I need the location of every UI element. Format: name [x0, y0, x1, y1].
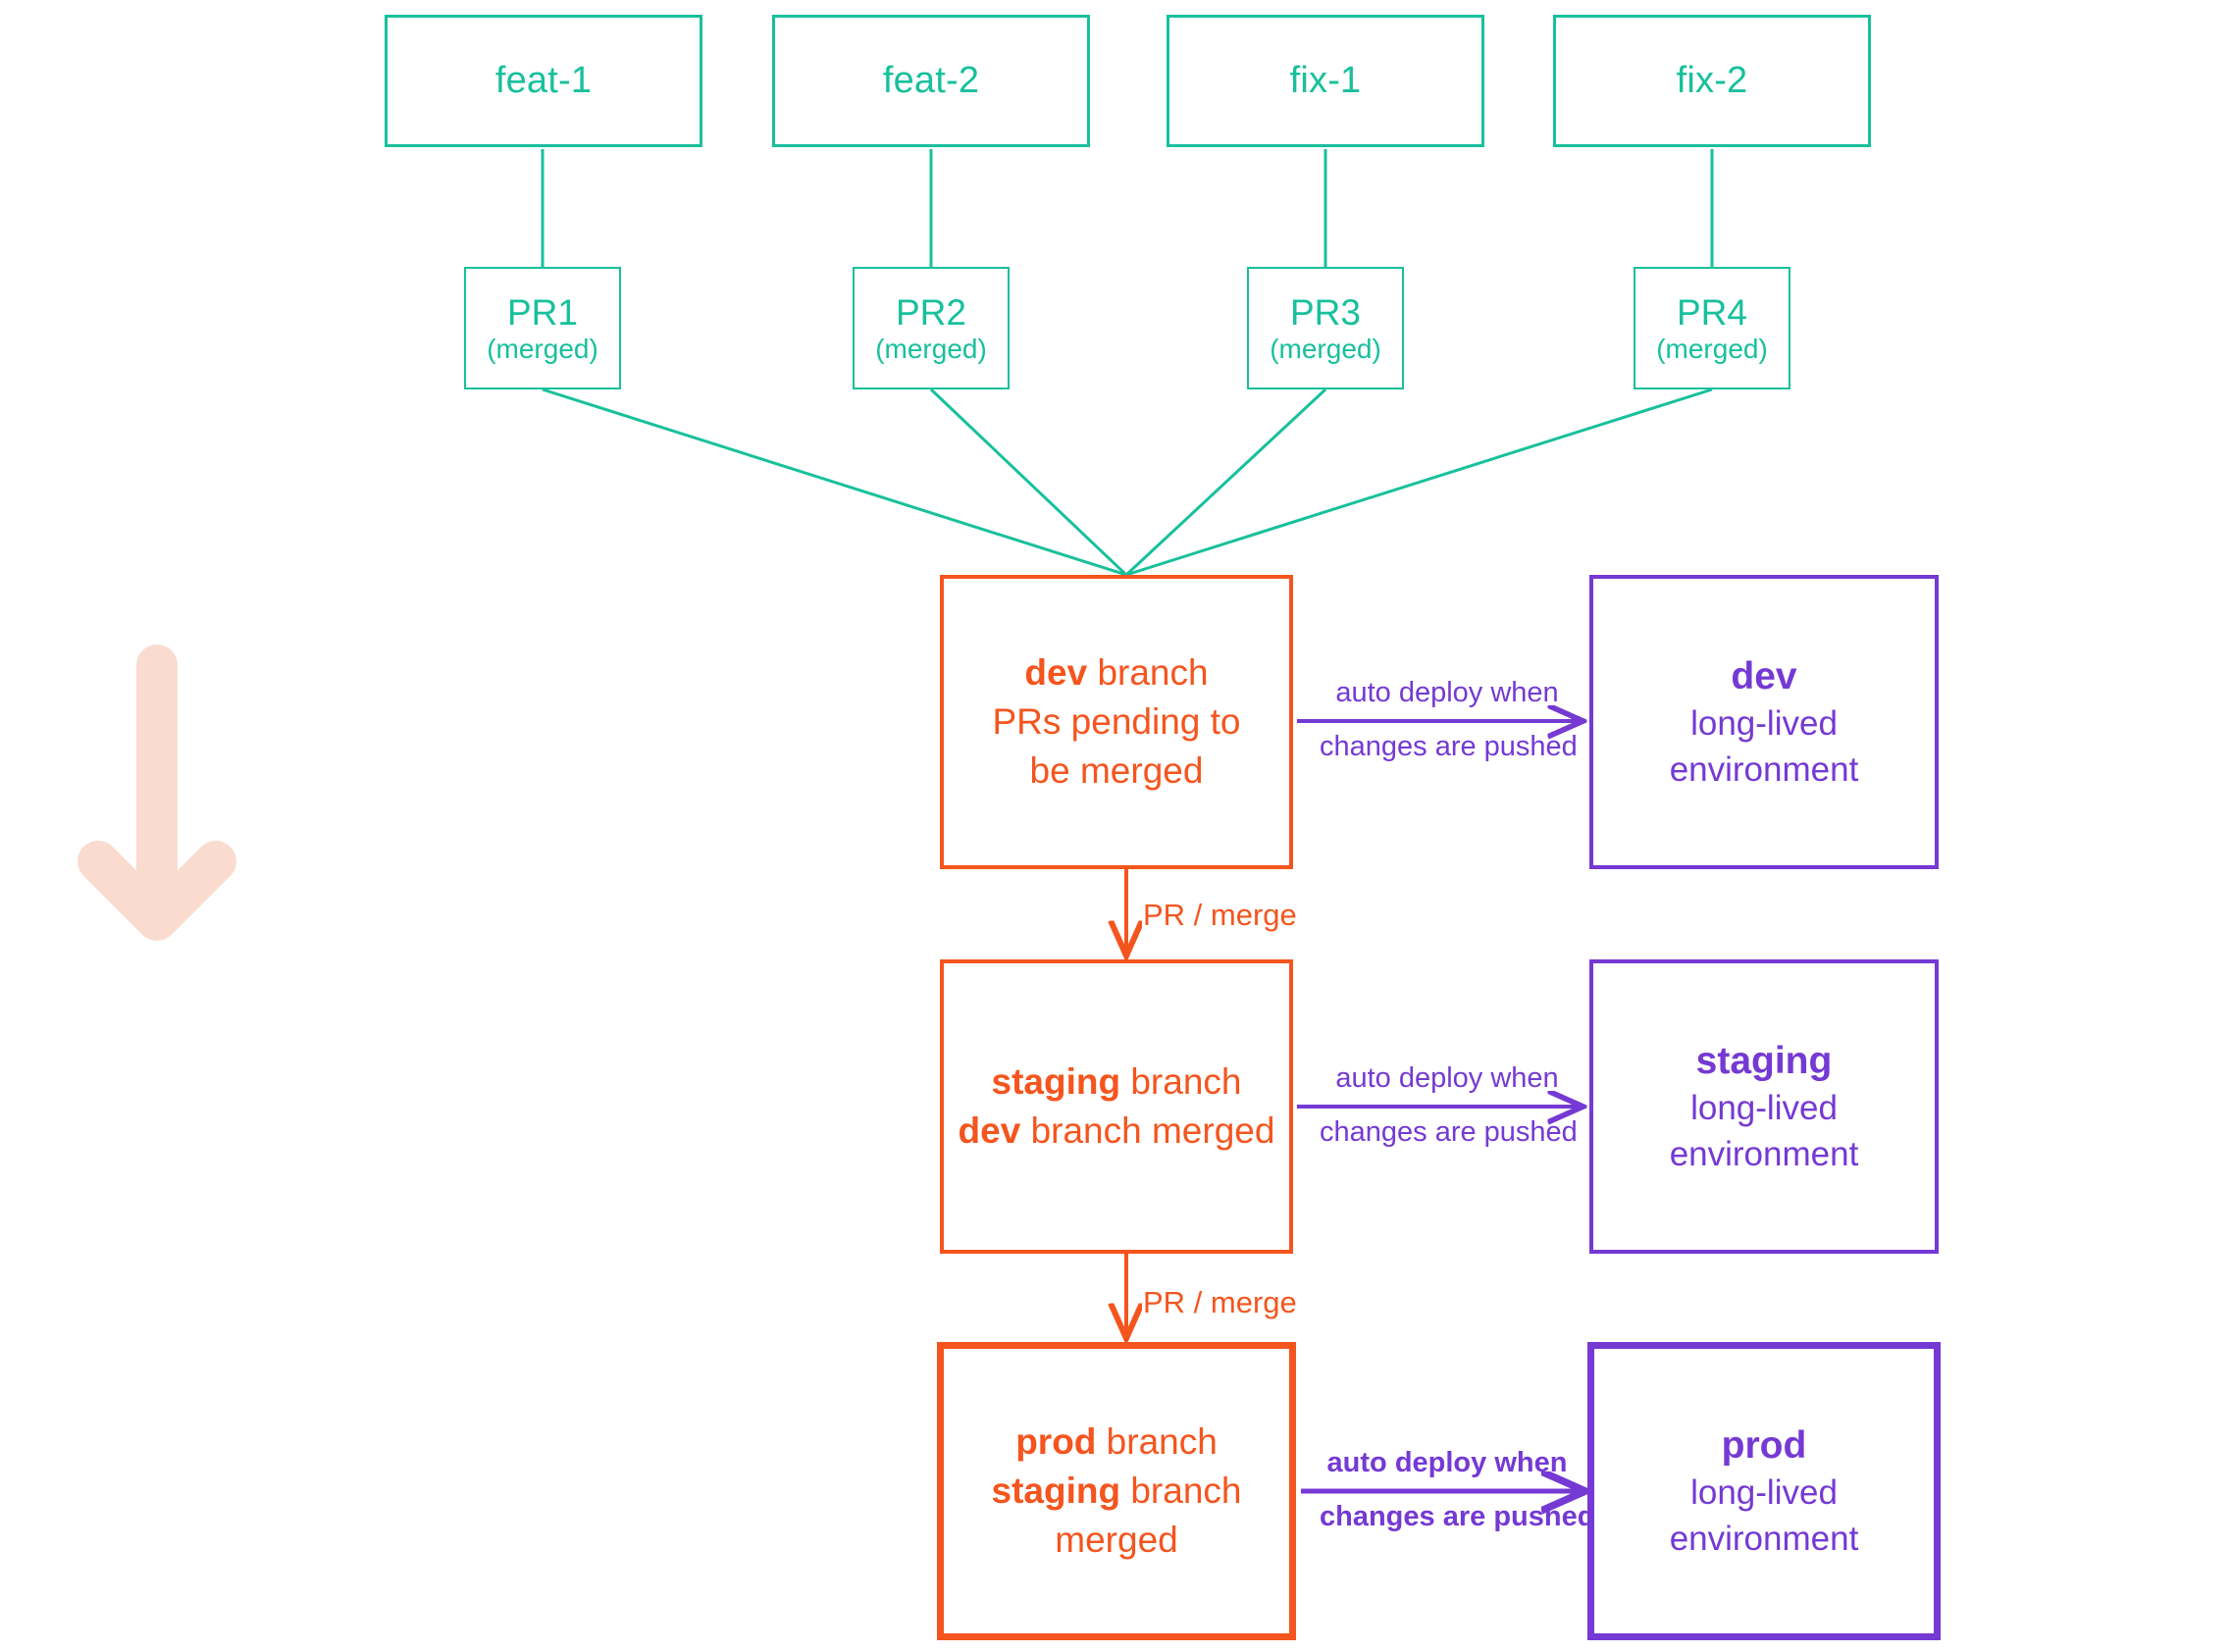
branch-desc-text: branch [1120, 1471, 1242, 1512]
environment-box-dev[interactable]: dev long-lived environment [1589, 575, 1939, 869]
environment-name: dev [1731, 654, 1797, 697]
deploy-label-staging-top: auto deploy when [1335, 1062, 1559, 1094]
branch-box-staging[interactable]: staging branch dev branch merged [940, 959, 1293, 1254]
branch-title: dev branch [1024, 648, 1208, 697]
pull-request-status: (merged) [1270, 333, 1381, 364]
pull-request-status: (merged) [487, 333, 598, 364]
branch-desc-text: branch merged [1020, 1110, 1275, 1151]
branch-title-suffix: branch [1087, 652, 1209, 694]
pull-request-title: PR3 [1290, 292, 1361, 334]
feature-branch-label: fix-2 [1676, 60, 1748, 101]
branch-box-prod[interactable]: prod branch staging branch merged [937, 1342, 1296, 1640]
pull-request-title: PR4 [1677, 292, 1747, 334]
branch-title-suffix: branch [1120, 1061, 1242, 1103]
branch-desc-line-1: PRs pending to [992, 701, 1241, 743]
merge-label-dev-to-staging: PR / merge [1143, 898, 1297, 932]
environment-sub-line-1: long-lived [1690, 1089, 1838, 1128]
branch-desc-line-1: dev branch merged [959, 1107, 1275, 1156]
merge-label-staging-to-prod: PR / merge [1143, 1285, 1297, 1319]
branch-title: prod branch [1015, 1418, 1218, 1467]
pull-request-box-pr4[interactable]: PR4 (merged) [1634, 267, 1790, 389]
environment-name: prod [1721, 1423, 1807, 1467]
feature-branch-box-feat-1[interactable]: feat-1 [385, 15, 702, 147]
edge-pr4-to-dev [1125, 387, 1713, 577]
pull-request-status: (merged) [875, 333, 987, 364]
branch-desc-line-2: be merged [1029, 749, 1204, 791]
deploy-label-prod-top: auto deploy when [1326, 1447, 1568, 1478]
branch-desc-line-2: merged [1055, 1519, 1178, 1560]
branch-name: staging [991, 1061, 1121, 1103]
edge-pr1-to-dev [542, 387, 1127, 577]
deploy-label-staging-bottom: changes are pushed [1320, 1116, 1578, 1148]
feature-branch-label: feat-1 [494, 60, 593, 101]
deploy-label-prod-bottom: changes are pushed [1320, 1501, 1595, 1532]
edge-pr2-to-dev [929, 387, 1128, 577]
pull-request-box-pr1[interactable]: PR1 (merged) [464, 267, 621, 389]
environment-box-staging[interactable]: staging long-lived environment [1589, 959, 1939, 1254]
environment-box-prod[interactable]: prod long-lived environment [1587, 1342, 1941, 1640]
environment-sub-line-2: environment [1669, 1519, 1859, 1558]
environment-sub-line-1: long-lived [1690, 1473, 1838, 1513]
pull-request-title: PR1 [507, 292, 578, 334]
downward-flow-arrow-icon [78, 645, 236, 941]
feature-branch-box-feat-2[interactable]: feat-2 [772, 15, 1090, 147]
deploy-label-dev-top: auto deploy when [1335, 677, 1559, 708]
environment-sub-line-1: long-lived [1690, 704, 1838, 744]
pull-request-box-pr2[interactable]: PR2 (merged) [853, 267, 1010, 389]
branch-title: staging branch [992, 1058, 1242, 1107]
branch-box-dev[interactable]: dev branch PRs pending to be merged [940, 575, 1293, 869]
environment-sub-line-2: environment [1669, 749, 1859, 789]
pull-request-box-pr3[interactable]: PR3 (merged) [1247, 267, 1404, 389]
branch-desc-line-1: staging branch [992, 1467, 1242, 1516]
pull-request-title: PR2 [896, 292, 966, 334]
environment-sub-line-2: environment [1669, 1134, 1859, 1173]
feature-branch-box-fix-2[interactable]: fix-2 [1553, 15, 1871, 147]
deploy-label-dev-bottom: changes are pushed [1320, 731, 1578, 762]
branch-desc-emphasis: staging [991, 1471, 1121, 1512]
branch-desc-emphasis: dev [958, 1110, 1021, 1151]
branch-name: dev [1024, 652, 1088, 694]
branch-title-suffix: branch [1096, 1421, 1218, 1463]
feature-branch-label: fix-1 [1289, 60, 1362, 101]
feature-branch-box-fix-1[interactable]: fix-1 [1167, 15, 1484, 147]
edge-pr3-to-dev [1124, 387, 1327, 577]
pull-request-status: (merged) [1656, 333, 1768, 364]
environment-name: staging [1695, 1039, 1833, 1082]
feature-branch-label: feat-2 [882, 60, 980, 101]
branch-name: prod [1015, 1421, 1097, 1463]
